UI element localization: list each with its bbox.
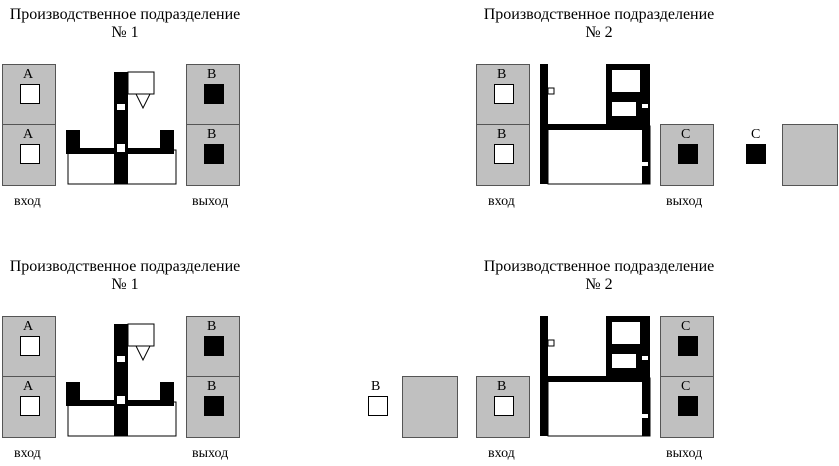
part-letter: B xyxy=(497,67,507,82)
part-letter: A xyxy=(23,67,34,82)
output-slot xyxy=(186,124,240,186)
part-letter: C xyxy=(681,379,691,394)
title-line2: № 1 xyxy=(111,24,139,41)
output-label: выход xyxy=(192,446,229,461)
part-letter: B xyxy=(207,379,217,394)
part-letter: A xyxy=(23,379,34,394)
part-c-black xyxy=(678,144,698,164)
part-b-black xyxy=(204,336,224,356)
storage-box xyxy=(402,376,458,438)
title-line2: № 1 xyxy=(111,276,139,293)
title-line2: № 2 xyxy=(585,276,613,293)
part-letter: A xyxy=(23,319,34,334)
title-line1: Производственное подразделение xyxy=(9,6,241,23)
output-label: выход xyxy=(666,446,703,461)
part-letter: B xyxy=(497,127,507,142)
input-label: вход xyxy=(488,446,515,461)
unit2-top-title: Производственное подразделение № 2 xyxy=(449,6,749,42)
machine-unit2 xyxy=(540,316,651,437)
part-letter: C xyxy=(681,127,691,142)
part-a-white xyxy=(20,396,40,416)
unit1-bottom-title: Производственное подразделение № 1 xyxy=(0,258,275,294)
part-a-white xyxy=(20,84,40,104)
part-a-white xyxy=(20,336,40,356)
part-b-black xyxy=(204,396,224,416)
title-line2: № 2 xyxy=(585,24,613,41)
unit2-bottom-title: Производственное подразделение № 2 xyxy=(449,258,749,294)
storage-box xyxy=(782,124,838,186)
part-letter: B xyxy=(371,379,381,394)
machine-unit2 xyxy=(540,64,651,185)
part-letter: B xyxy=(207,127,217,142)
part-b-white xyxy=(494,396,514,416)
part-c-black xyxy=(746,144,766,164)
part-letter: B xyxy=(497,379,507,394)
part-b-white xyxy=(368,396,388,416)
part-c-black xyxy=(678,396,698,416)
title-line1: Производственное подразделение xyxy=(483,258,715,275)
part-letter: B xyxy=(207,319,217,334)
input-label: вход xyxy=(14,194,41,209)
output-label: выход xyxy=(192,194,229,209)
part-letter: B xyxy=(207,67,217,82)
input-label: вход xyxy=(14,446,41,461)
output-label: выход xyxy=(666,194,703,209)
machine-unit1 xyxy=(66,323,177,437)
machine-unit1 xyxy=(66,71,177,185)
title-line1: Производственное подразделение xyxy=(483,6,715,23)
part-b-black xyxy=(204,144,224,164)
input-label: вход xyxy=(488,194,515,209)
unit1-top-title: Производственное подразделение № 1 xyxy=(0,6,275,42)
part-letter: C xyxy=(751,127,761,142)
part-letter: A xyxy=(23,127,34,142)
part-letter: C xyxy=(681,319,691,334)
part-a-white xyxy=(20,144,40,164)
part-b-black xyxy=(204,84,224,104)
part-c-black xyxy=(678,336,698,356)
title-line1: Производственное подразделение xyxy=(9,258,241,275)
part-b-white xyxy=(494,144,514,164)
part-b-white xyxy=(494,84,514,104)
